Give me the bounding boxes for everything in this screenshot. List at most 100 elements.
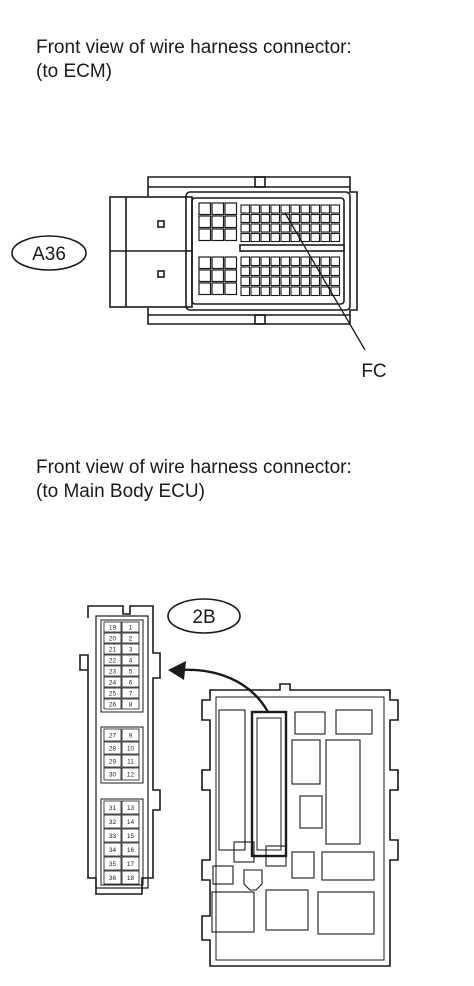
pin-number: 27 <box>109 732 117 739</box>
ecm-connector-caption: Front view of wire harness connector: (t… <box>36 36 352 84</box>
2b-cavity-block-bottom <box>100 798 144 886</box>
a36-cavity-cell <box>270 266 281 277</box>
pin-cell <box>103 856 122 871</box>
a36-cavity-cell <box>330 266 341 277</box>
pin-number: 16 <box>127 847 135 854</box>
pin-cell <box>103 654 122 666</box>
pin-cell <box>121 698 140 710</box>
a36-cavity-cell <box>320 266 331 277</box>
2b-callout-bubble <box>167 598 241 634</box>
a36-cavity-cell <box>250 276 261 287</box>
fuse-small-2 <box>265 845 287 867</box>
pin-cell <box>103 870 122 885</box>
a36-cavity-cell <box>240 276 251 287</box>
pin-number: 20 <box>109 635 117 642</box>
a36-cavity-cell <box>270 213 281 224</box>
pin-cell <box>103 643 122 655</box>
pin-number: 1 <box>129 624 133 631</box>
pin-number: 33 <box>109 833 117 840</box>
a36-cavity-cell <box>260 204 271 214</box>
a36-cavity-cell <box>260 232 271 243</box>
a36-connector-code: A36 <box>32 244 66 265</box>
a36-cavity-cell <box>280 286 291 297</box>
pin-cell <box>103 814 122 829</box>
pin-cell <box>121 632 140 644</box>
pin-number: 12 <box>127 771 135 778</box>
a36-cavity-cell <box>330 276 341 287</box>
a36-cavity-cell <box>270 256 281 267</box>
ecm-caption-line2: (to ECM) <box>36 61 112 82</box>
a36-cavity-cell <box>240 223 251 233</box>
pin-cell <box>103 621 122 633</box>
ecm-caption-line1: Front view of wire harness connector: <box>36 37 352 58</box>
a36-cavity-cell <box>290 256 301 267</box>
a36-cavity-cell <box>211 202 225 216</box>
relay-bottom-center <box>265 889 309 931</box>
2b-connector-housing <box>79 605 161 895</box>
pin-cell <box>121 654 140 666</box>
pin-cell <box>121 643 140 655</box>
pin-cell <box>121 754 140 768</box>
a36-cavity-cell <box>211 282 225 296</box>
relay-top-small <box>294 711 326 735</box>
connection-arrow <box>179 668 270 713</box>
a36-cavity-cell <box>310 223 321 233</box>
pin-cell <box>121 741 140 755</box>
pin-cell <box>103 687 122 699</box>
pin-cell <box>103 728 122 742</box>
a36-cavity-cell <box>310 213 321 224</box>
pin-cell <box>103 767 122 781</box>
2b-inner-frame <box>95 615 149 889</box>
pin-number: 7 <box>129 690 133 697</box>
pin-cell <box>121 665 140 677</box>
pin-number: 24 <box>109 679 117 686</box>
pin-cell <box>121 621 140 633</box>
a36-cavity-cell <box>240 204 251 214</box>
pin-number: 31 <box>109 805 117 812</box>
a36-cavity-cell <box>260 256 271 267</box>
a36-cavity-cell <box>270 204 281 214</box>
a36-cavity-cell <box>280 204 291 214</box>
pin-number: 17 <box>127 861 135 868</box>
a36-cavity-cell <box>300 276 311 287</box>
a36-cavity-cell <box>330 256 341 267</box>
a36-cavity-cell <box>300 266 311 277</box>
a36-cavity-cell <box>310 286 321 297</box>
relay-tall-left <box>218 709 246 851</box>
a36-cavity-cell <box>330 223 341 233</box>
pin-cell <box>103 754 122 768</box>
a36-cavity-cell <box>250 204 261 214</box>
a36-cavity-cell <box>320 276 331 287</box>
pin-cell <box>103 676 122 688</box>
a36-cavity-cell <box>250 256 261 267</box>
a36-lock-notch-bottom <box>157 270 165 278</box>
pin-cell <box>121 800 140 815</box>
pin-cell <box>103 632 122 644</box>
a36-cavity-cell <box>280 266 291 277</box>
fuse-middle <box>299 795 323 829</box>
junction-block-inner <box>215 696 385 961</box>
pin-number: 30 <box>109 771 117 778</box>
a36-cavity-cell <box>300 256 311 267</box>
a36-cavity-cell <box>310 204 321 214</box>
pin-cell <box>121 687 140 699</box>
pin-cell <box>103 828 122 843</box>
a36-cavity-cell <box>320 213 331 224</box>
a36-cavity-cell <box>300 223 311 233</box>
body-ecu-caption-line1: Front view of wire harness connector: <box>36 457 352 478</box>
a36-cavity-cell <box>240 213 251 224</box>
a36-callout-bubble <box>11 235 87 271</box>
a36-cavity-cell <box>290 223 301 233</box>
ecm-connector-group: A36 FC <box>11 176 387 382</box>
pin-cell <box>121 828 140 843</box>
a36-cavity-cell <box>250 286 261 297</box>
a36-cavity-upper-left <box>198 202 238 242</box>
a36-outer-shell <box>147 176 358 325</box>
2b-socket-highlight <box>250 710 288 858</box>
a36-cavity-cell <box>240 286 251 297</box>
a36-cavity-cell <box>330 213 341 224</box>
fc-terminal-label: FC <box>361 361 386 382</box>
pin-number: 34 <box>109 847 117 854</box>
pin-number: 35 <box>109 861 117 868</box>
